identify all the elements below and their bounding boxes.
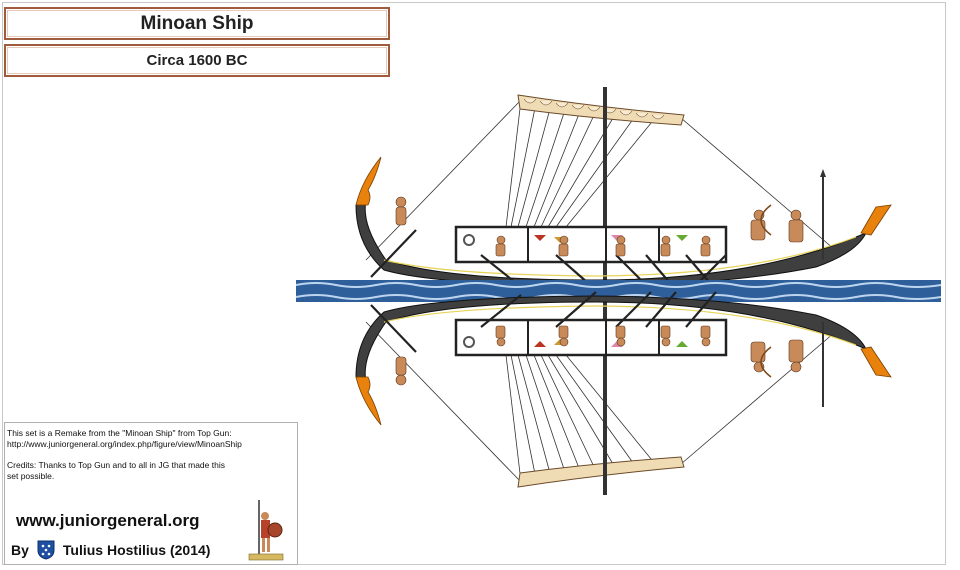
warrior-figure-icon — [248, 500, 284, 561]
credit-source-link[interactable]: http://www.juniorgeneral.org/index.php/f… — [7, 439, 242, 449]
lower-ship-reflection — [355, 291, 892, 495]
page-frame — [2, 2, 946, 565]
credit-thanks: Credits: Thanks to Top Gun and to all in… — [7, 460, 225, 470]
credits-panel: This set is a Remake from the "Minoan Sh… — [4, 422, 298, 565]
by-label: By — [11, 542, 29, 558]
upper-ship — [355, 87, 892, 291]
author-row: By Tulius Hostilius (2014) — [11, 540, 210, 560]
shield-icon — [37, 540, 55, 560]
credit-remake-note: This set is a Remake from the "Minoan Sh… — [7, 428, 232, 438]
author-name: Tulius Hostilius (2014) — [62, 542, 211, 558]
page-title: Minoan Ship — [4, 7, 390, 40]
website-link[interactable]: www.juniorgeneral.org — [16, 511, 200, 530]
page-subtitle: Circa 1600 BC — [4, 44, 390, 77]
credit-thanks-cont: set possible. — [7, 471, 55, 481]
minoan-ship-illustration — [296, 87, 941, 495]
